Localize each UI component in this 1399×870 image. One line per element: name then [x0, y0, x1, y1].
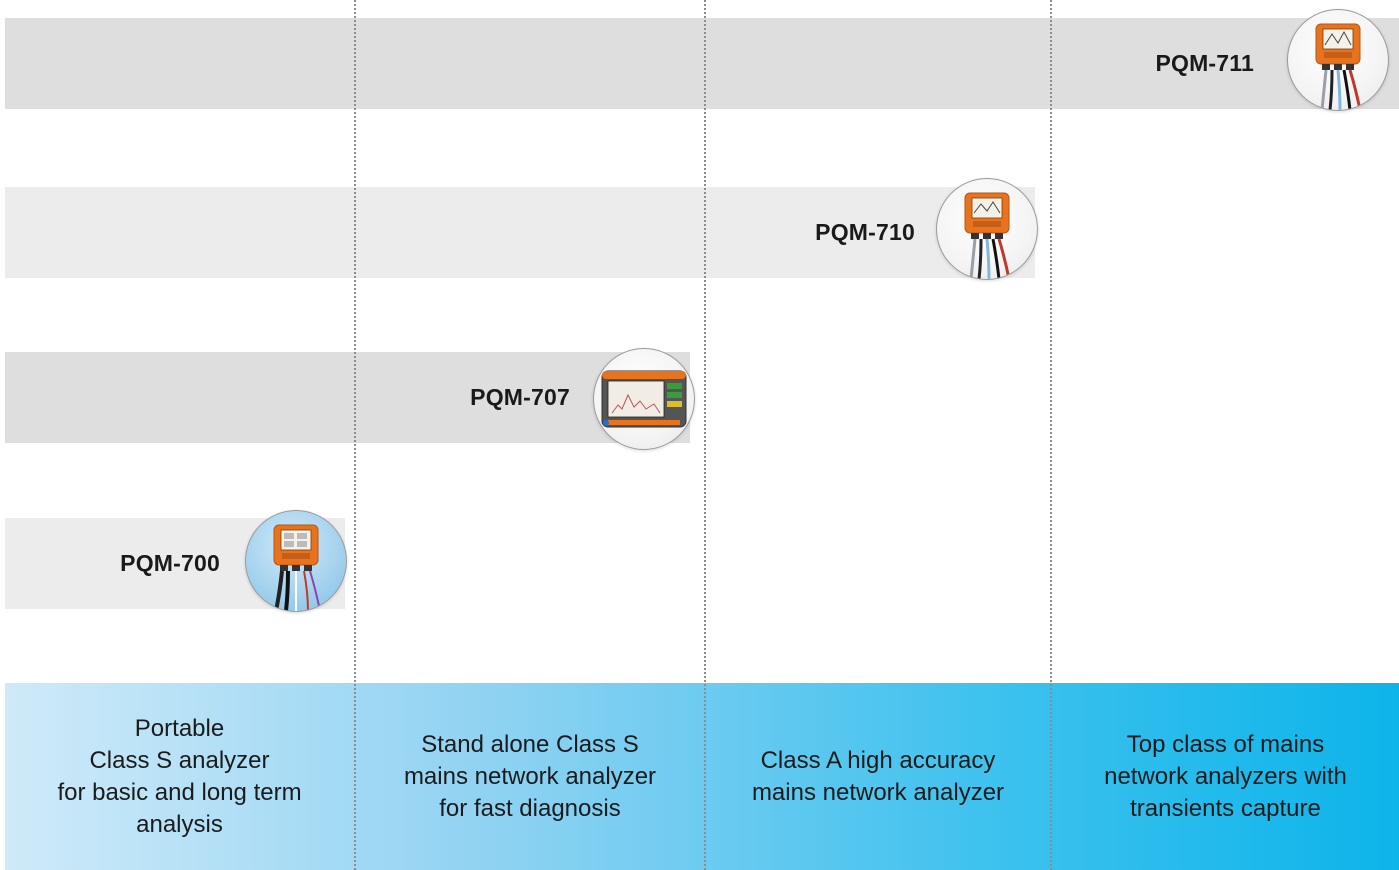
tablet-analyzer-707-icon — [593, 348, 695, 450]
description-pqm-711: Top class of mains network analyzers wit… — [1104, 730, 1347, 822]
product-label-pqm-711: PQM-711 — [1155, 50, 1254, 76]
wall-analyzer-710-icon — [936, 178, 1038, 280]
wall-analyzer-711-icon — [1287, 9, 1389, 111]
description-band — [5, 683, 1399, 870]
product-label-pqm-710: PQM-710 — [815, 219, 915, 245]
description-pqm-710: Class A high accuracy mains network anal… — [751, 746, 1005, 806]
column-divider-3 — [1050, 0, 1052, 870]
bar-pqm-707: PQM-707 — [5, 352, 690, 443]
bar-pqm-711: PQM-711 — [5, 18, 1399, 109]
wall-analyzer-700-icon — [245, 510, 347, 612]
column-divider-2 — [704, 0, 706, 870]
product-label-pqm-700: PQM-700 — [120, 550, 220, 576]
column-divider-1 — [354, 0, 356, 870]
product-label-pqm-707: PQM-707 — [470, 384, 570, 410]
description-pqm-700: Portable Class S analyzer for basic and … — [57, 714, 302, 838]
description-pqm-707: Stand alone Class S mains network analyz… — [403, 730, 657, 822]
bar-pqm-710: PQM-710 — [5, 187, 1035, 278]
